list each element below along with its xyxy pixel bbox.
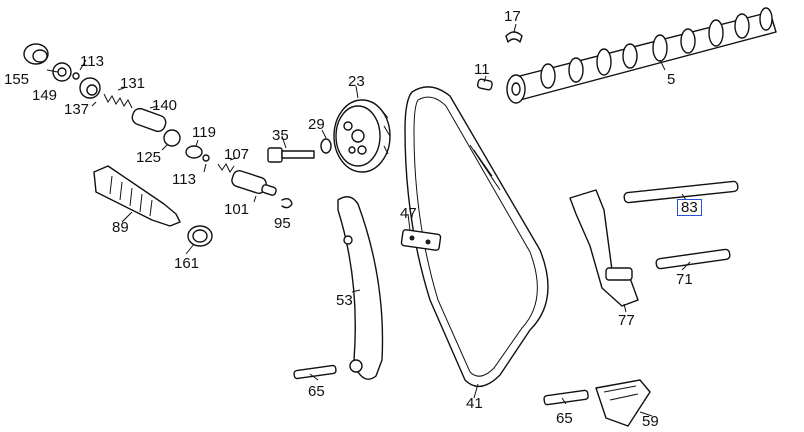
label-part-125[interactable]: 125 (136, 149, 162, 166)
tensioner-rail[interactable] (337, 196, 384, 380)
label-part-101[interactable]: 101 (224, 201, 250, 218)
label-part-131[interactable]: 131 (120, 75, 146, 92)
label-part-140[interactable]: 140 (152, 97, 178, 114)
label-part-137[interactable]: 137 (64, 101, 90, 118)
label-part-29[interactable]: 29 (308, 116, 325, 133)
pulley-sprocket[interactable] (333, 99, 391, 173)
sleeve-140[interactable] (130, 107, 167, 134)
washer-149[interactable] (52, 62, 72, 82)
label-part-113-top[interactable]: 113 (80, 53, 104, 70)
rod-71[interactable] (655, 248, 731, 270)
label-part-161[interactable]: 161 (174, 255, 200, 272)
o-ring-113-top[interactable] (72, 72, 80, 80)
camshaft[interactable] (506, 7, 777, 104)
label-part-23[interactable]: 23 (348, 73, 365, 90)
label-part-155[interactable]: 155 (4, 71, 30, 88)
collar-125[interactable] (163, 129, 181, 147)
label-part-65-bottom[interactable]: 65 (556, 410, 573, 427)
label-part-113-lower[interactable]: 113 (172, 171, 196, 188)
washer-29[interactable] (320, 138, 332, 154)
injector-assembly[interactable] (93, 165, 181, 227)
label-part-17[interactable]: 17 (504, 8, 521, 25)
label-part-89[interactable]: 89 (112, 219, 129, 236)
label-part-11[interactable]: 11 (474, 61, 490, 78)
dowel-pin-11[interactable] (476, 78, 493, 91)
label-part-59[interactable]: 59 (642, 413, 659, 430)
bolt-35[interactable] (267, 147, 315, 163)
rod-83[interactable] (623, 180, 739, 204)
guide-pin-65-bottom[interactable] (543, 389, 589, 406)
label-part-65-left[interactable]: 65 (308, 383, 325, 400)
washer-119[interactable] (185, 145, 203, 159)
label-part-53[interactable]: 53 (336, 292, 353, 309)
o-ring-113-lower[interactable] (202, 154, 210, 162)
spring-131[interactable] (103, 93, 133, 109)
guide-rail-59[interactable] (595, 379, 651, 427)
chain-guide-link[interactable] (400, 229, 442, 251)
clip-95[interactable] (281, 197, 293, 209)
label-part-95[interactable]: 95 (274, 215, 291, 232)
spring-107[interactable] (217, 163, 235, 173)
timing-chain[interactable] (404, 86, 549, 388)
label-part-5[interactable]: 5 (667, 71, 676, 88)
plunger-101[interactable] (230, 169, 277, 196)
label-part-107[interactable]: 107 (224, 146, 250, 163)
label-part-47[interactable]: 47 (400, 205, 417, 222)
label-part-149[interactable]: 149 (32, 87, 58, 104)
guide-pin-65-left[interactable] (293, 364, 337, 380)
cup-137[interactable] (79, 77, 101, 99)
woodruff-key[interactable] (505, 31, 523, 43)
seal-ring-161[interactable] (187, 225, 213, 247)
label-part-83-highlighted[interactable]: 83 (677, 199, 702, 216)
seal-cap-155[interactable] (23, 43, 49, 65)
label-part-41[interactable]: 41 (466, 395, 483, 412)
label-part-119[interactable]: 119 (192, 124, 216, 141)
rail-77[interactable] (569, 189, 639, 307)
label-part-35[interactable]: 35 (272, 127, 289, 144)
label-part-77[interactable]: 77 (618, 312, 635, 329)
label-part-71[interactable]: 71 (676, 271, 693, 288)
